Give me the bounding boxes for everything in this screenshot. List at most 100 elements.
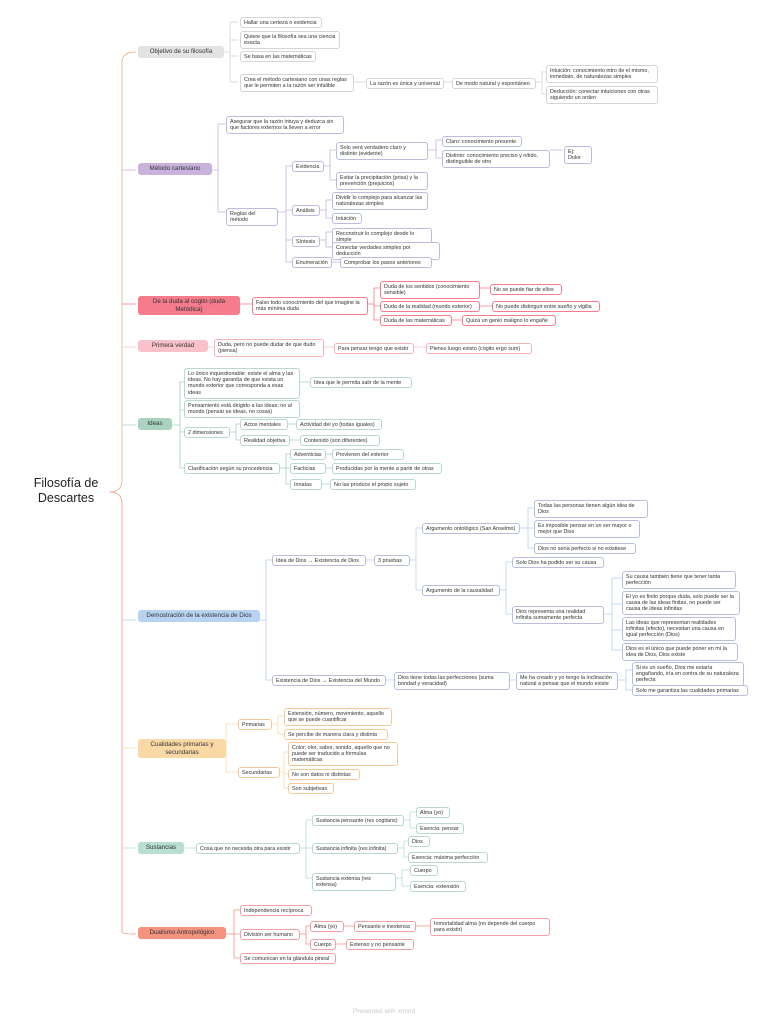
demo-exist-2[interactable]: Me ha creado y yo tengo la inclinación n…	[516, 672, 618, 690]
objetivo-item[interactable]: Hallar una certeza o evidencia	[240, 17, 322, 29]
ejemplo-dolor[interactable]: Ej: Dolor	[564, 146, 592, 164]
primera-2[interactable]: Para pensar tengo que existir	[334, 343, 414, 355]
claro-node[interactable]: Claro: conocimiento presente	[442, 136, 522, 148]
duda-realidad-r[interactable]: No puede distinguir entre sueño y vigili…	[492, 301, 600, 313]
deduccion-node[interactable]: Deducción: conectar intuiciones con otra…	[546, 86, 658, 104]
demo-causal-2-1[interactable]: Su causa también tiene que tener tanta p…	[622, 571, 736, 589]
analisis-node[interactable]: Análisis	[292, 205, 320, 217]
dualismo-glandula[interactable]: Se comunican en la glándula pineal	[240, 953, 336, 965]
dualismo-cuerpo[interactable]: Cuerpo	[310, 939, 336, 951]
duda-realidad[interactable]: Duda de la realidad (mundo exterior)	[380, 301, 480, 313]
ideas-innatas-r[interactable]: No las produce el propio sujeto	[330, 479, 416, 491]
dualismo-alma[interactable]: Alma (yo)	[310, 921, 344, 933]
demo-causal-2[interactable]: Dios representa una realidad infinita su…	[512, 606, 604, 624]
sustancias-def[interactable]: Cosa que no necesita otra para existir	[196, 843, 300, 855]
demo-exist-4[interactable]: Solo me garantiza las cualidades primari…	[632, 685, 748, 697]
branch-metodo[interactable]: Método cartesiano	[138, 163, 212, 175]
ideas-realidad-r[interactable]: Contenido (son diferentes)	[300, 435, 380, 447]
sustancia-dios[interactable]: Dios	[408, 836, 430, 848]
ideas-actos[interactable]: Actos mentales	[240, 419, 288, 431]
primera-3[interactable]: Pienso luego existo (cogito ergo sum)	[426, 343, 532, 355]
ideas-realidad[interactable]: Realidad objetiva	[240, 435, 290, 447]
cualidades-sec-3[interactable]: Son subjetivas	[288, 783, 334, 795]
branch-objetivo[interactable]: Objetivo de su filosofía	[138, 46, 224, 58]
objetivo-item[interactable]: Se basa en las matemáticas	[240, 51, 316, 63]
intuicion-node[interactable]: Intuición: conocimiento intro de el mism…	[546, 65, 658, 83]
demo-causal-2-4[interactable]: Dios es el único que puede poner en mí l…	[622, 643, 738, 661]
ideas-dimensiones[interactable]: 2 dimensiones	[184, 427, 230, 439]
demo-onto-3[interactable]: Dios no sería perfecto si no existiese	[534, 543, 636, 555]
esencia-pensar[interactable]: Esencia: pensar	[416, 823, 464, 835]
ideas-pensamiento[interactable]: Pensamiento está dirigido a las ideas; n…	[184, 400, 300, 418]
evidencia-rule-1[interactable]: Solo será verdadero claro y distinto (ev…	[336, 142, 428, 160]
sustancia-cuerpo[interactable]: Cuerpo	[410, 865, 438, 877]
duda-sentidos-r[interactable]: No se puede fiar de ellos	[490, 284, 562, 296]
ideas-adventicias[interactable]: Adventicias	[290, 449, 326, 461]
demo-existencia[interactable]: Existencia de Dios → Existencia del Mund…	[272, 675, 386, 687]
demo-idea[interactable]: Idea de Dios → Existencia de Dios	[272, 555, 366, 567]
reglas-node[interactable]: Reglas del método	[226, 208, 278, 226]
demo-causal-2-3[interactable]: Las ideas que representan realidades inf…	[622, 617, 736, 642]
demo-ontologico[interactable]: Argumento ontológico (San Anselmo)	[422, 523, 520, 535]
ideas-actos-r[interactable]: Actividad del yo (todas iguales)	[296, 419, 382, 431]
ideas-facticias-r[interactable]: Producidas por la mente a partir de otra…	[332, 463, 442, 475]
evidencia-node[interactable]: Evidencia	[292, 161, 324, 173]
branch-ideas[interactable]: Ideas	[138, 418, 172, 430]
sustancia-alma[interactable]: Alma (yo)	[416, 807, 450, 819]
cualidades-sec-2[interactable]: No son datos ni distintas	[288, 769, 360, 781]
demo-onto-1[interactable]: Todas las personas tienen algún idea de …	[534, 500, 648, 518]
ideas-adventicias-r[interactable]: Provienen del exterior	[332, 449, 404, 461]
objetivo-item[interactable]: Quiere que la filosofía sea una ciencia …	[240, 31, 340, 49]
esencia-extension[interactable]: Esencia: extensión	[410, 881, 466, 893]
modo-node[interactable]: De modo natural y espontáneo	[452, 78, 536, 90]
metodo-intro[interactable]: Asegurar que la razón intuya y deduzca s…	[226, 116, 344, 134]
analisis-rule-2[interactable]: Intuición	[332, 213, 362, 225]
duda-matematicas[interactable]: Duda de las matemáticas	[380, 315, 452, 327]
sintesis-node[interactable]: Síntesis	[292, 236, 320, 248]
root-title[interactable]: Filosofía de Descartes	[33, 476, 99, 505]
branch-cualidades[interactable]: Cualidades primarias y secundarias	[138, 739, 226, 759]
primera-1[interactable]: Duda, pero no puede dudar de que dudo (p…	[214, 339, 324, 357]
cualidades-primarias[interactable]: Primarias	[238, 719, 272, 731]
branch-sustancias[interactable]: Sustancias	[138, 842, 184, 854]
distinto-node[interactable]: Distinto: conocimiento preciso y nítido,…	[442, 150, 550, 168]
branch-primera[interactable]: Primera verdad	[138, 340, 208, 352]
sustancia-extensa[interactable]: Sustancia extensa (res extensa)	[312, 873, 396, 891]
sustancia-infinita[interactable]: Sustancia infinita (res infinita)	[312, 843, 398, 855]
demo-exist-1[interactable]: Dios tiene todas las perfecciones (suma …	[394, 672, 510, 690]
enumeracion-node[interactable]: Enumeración	[292, 257, 332, 269]
sustancia-pensante[interactable]: Sustancia pensante (res cogitans)	[312, 815, 404, 827]
duda-desc[interactable]: Falso todo conocimiento del que imagine …	[252, 297, 368, 315]
ideas-innatas[interactable]: Innatas	[290, 479, 322, 491]
ideas-clasificacion[interactable]: Clasificación según su procedencia	[184, 463, 280, 475]
branch-demostracion[interactable]: Demostración de la existencia de Dios	[138, 610, 260, 622]
dualismo-division[interactable]: División ser humano	[240, 929, 300, 941]
analisis-rule-1[interactable]: Dividir lo complejo para alcanzar las na…	[332, 192, 428, 210]
cualidades-prim-1[interactable]: Extensión, número, movimiento, aquello q…	[284, 708, 392, 726]
duda-matematicas-r[interactable]: Quizá un genio maligno lo engañe	[462, 315, 556, 327]
branch-dualismo[interactable]: Dualismo Antropológico	[138, 927, 226, 939]
duda-sentidos[interactable]: Duda de los sentidos (conocimiento sensi…	[380, 281, 480, 299]
demo-pruebas[interactable]: 3 pruebas	[374, 555, 410, 567]
ideas-inquestionable[interactable]: Lo único inquestionable: existe el alma …	[184, 368, 300, 399]
cualidades-secundarias[interactable]: Secundarias	[238, 767, 280, 779]
dualismo-cuerpo-r[interactable]: Extenso y no pensante	[346, 939, 414, 951]
demo-causal-2-2[interactable]: El yo es finito porque duda, solo puede …	[622, 591, 740, 616]
dualismo-alma-r[interactable]: Pensante e inextensa	[354, 921, 416, 933]
dualismo-independencia[interactable]: Independencia recíproca	[240, 905, 312, 917]
razon-node[interactable]: La razón es única y universal	[366, 78, 444, 90]
ideas-facticias[interactable]: Facticias	[290, 463, 326, 475]
enumeracion-rule[interactable]: Comprobar los pasos anteriores	[340, 257, 432, 269]
dualismo-inmortalidad[interactable]: Inmortalidad alma (no depende del cuerpo…	[430, 918, 550, 936]
demo-causalidad[interactable]: Argumento de la causalidad	[422, 585, 500, 597]
demo-onto-2[interactable]: Es imposible pensar en un ser mayor o me…	[534, 520, 640, 538]
evidencia-rule-2[interactable]: Evitar la precipitación (prisa) y la pre…	[336, 172, 428, 190]
branch-duda[interactable]: De la duda al cogito (duda Metódica)	[138, 296, 240, 316]
demo-exist-3[interactable]: Si es un sueño, Dios me estaría engañand…	[632, 662, 744, 687]
cualidades-sec-1[interactable]: Color, olor, sabor, sonido, aquello que …	[288, 742, 398, 767]
esencia-perfeccion[interactable]: Esencia: máxima perfección	[408, 852, 488, 864]
ideas-inquestionable-r[interactable]: Idea que le permita salir de la mente	[310, 377, 412, 389]
cualidades-prim-2[interactable]: Se percibe de manera clara y distinta	[284, 729, 388, 741]
demo-causal-1[interactable]: Solo Dios ha podido ser su causa	[512, 557, 604, 569]
objetivo-item[interactable]: Crea el método cartesiano con unas regla…	[240, 74, 354, 92]
